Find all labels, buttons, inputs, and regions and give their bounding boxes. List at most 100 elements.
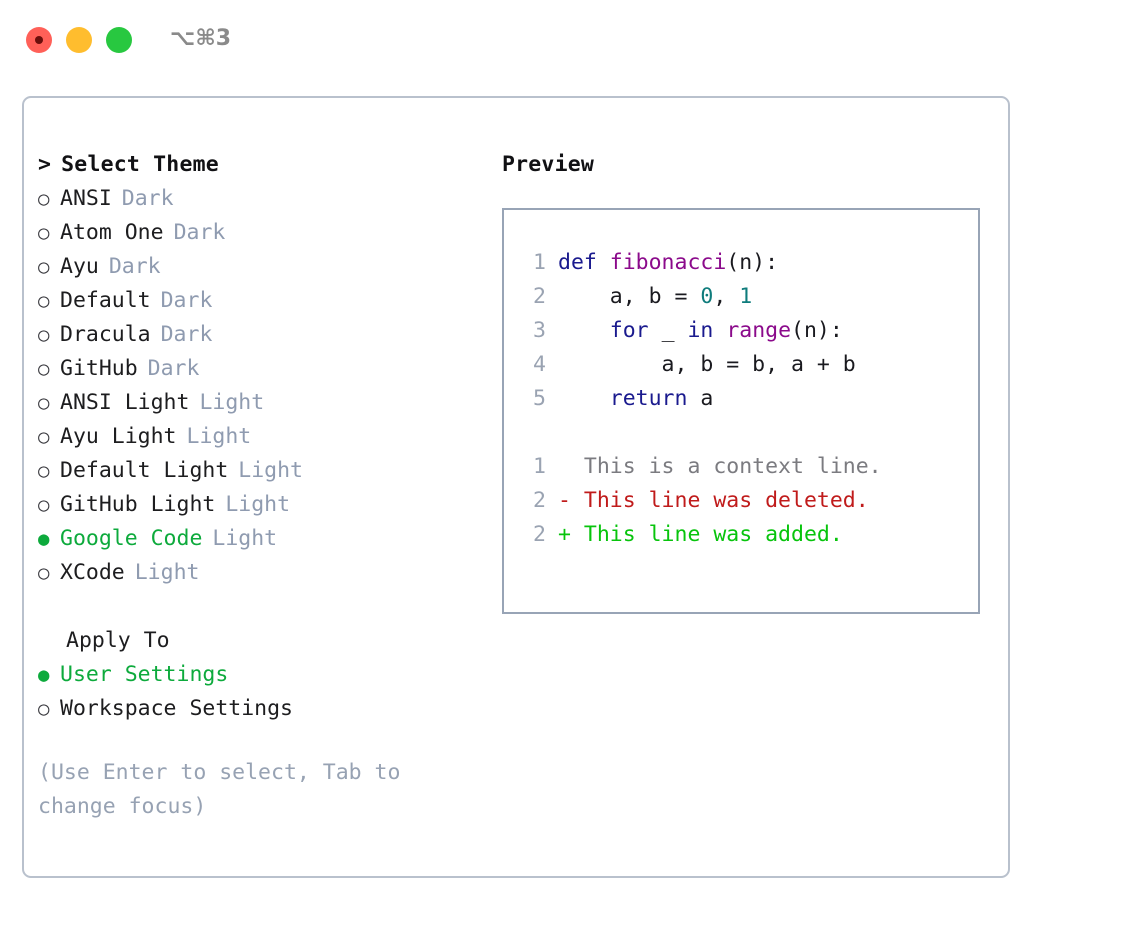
theme-option-tag: Light bbox=[199, 390, 265, 415]
theme-option-ayu[interactable]: ○ Ayu Dark bbox=[38, 250, 478, 284]
diff-line-ctx: 1 This is a context line. bbox=[524, 450, 882, 484]
recording-indicator-icon bbox=[35, 36, 43, 44]
code-token: a bbox=[687, 386, 714, 411]
radio-unselected-icon: ○ bbox=[38, 222, 50, 244]
diff-line-number: 1 bbox=[533, 454, 546, 479]
theme-option-tag: Light bbox=[186, 424, 252, 449]
theme-option-label: GitHub Light bbox=[60, 492, 216, 517]
diff-line-number: 2 bbox=[533, 522, 546, 547]
radio-unselected-icon: ○ bbox=[38, 290, 50, 312]
theme-option-tag: Light bbox=[238, 458, 304, 483]
code-blank-line bbox=[524, 416, 882, 450]
apply-to-option-label: Workspace Settings bbox=[60, 696, 293, 721]
code-token: def bbox=[558, 250, 610, 275]
theme-option-ayu-light[interactable]: ○ Ayu Light Light bbox=[38, 420, 478, 454]
apply-to-option-label: User Settings bbox=[60, 662, 229, 687]
radio-selected-icon: ● bbox=[38, 664, 50, 686]
theme-option-github[interactable]: ○ GitHub Dark bbox=[38, 352, 478, 386]
theme-option-label: Default Light bbox=[60, 458, 229, 483]
diff-line-text: This line was deleted. bbox=[583, 488, 869, 513]
apply-to-option-workspace-settings[interactable]: ○ Workspace Settings bbox=[38, 692, 478, 726]
code-token: 0 bbox=[700, 284, 714, 309]
theme-option-github-light[interactable]: ○ GitHub Light Light bbox=[38, 488, 478, 522]
radio-unselected-icon: ○ bbox=[38, 324, 50, 346]
diff-line-text: This is a context line. bbox=[583, 454, 882, 479]
diff-line-text: This line was added. bbox=[583, 522, 843, 547]
theme-option-label: ANSI bbox=[60, 186, 112, 211]
diff-line-number: 2 bbox=[533, 488, 546, 513]
code-token: (n): bbox=[726, 250, 779, 275]
code-line-number: 3 bbox=[533, 318, 546, 343]
code-token bbox=[558, 318, 610, 343]
code-line: 3 for _ in range(n): bbox=[524, 314, 882, 348]
radio-unselected-icon: ○ bbox=[38, 256, 50, 278]
theme-option-tag: Light bbox=[134, 560, 200, 585]
theme-picker-header: >Select Theme bbox=[38, 148, 478, 182]
theme-option-tag: Light bbox=[212, 526, 278, 551]
code-token: in bbox=[687, 318, 714, 343]
diff-marker-icon: + bbox=[558, 522, 584, 547]
theme-option-label: Default bbox=[60, 288, 151, 313]
apply-to-list: ● User Settings ○ Workspace Settings bbox=[38, 658, 478, 726]
code-line: 2 a, b = 0, 1 bbox=[524, 280, 882, 314]
radio-unselected-icon: ○ bbox=[38, 562, 50, 584]
theme-option-google-code[interactable]: ● Google Code Light bbox=[38, 522, 478, 556]
theme-option-tag: Light bbox=[225, 492, 291, 517]
theme-option-default-light[interactable]: ○ Default Light Light bbox=[38, 454, 478, 488]
title-bar: ⌥⌘3 bbox=[0, 0, 1140, 78]
code-line: 4 a, b = b, a + b bbox=[524, 348, 882, 382]
radio-unselected-icon: ○ bbox=[38, 460, 50, 482]
theme-option-dracula[interactable]: ○ Dracula Dark bbox=[38, 318, 478, 352]
theme-option-label: Atom One bbox=[60, 220, 164, 245]
code-line-number: 4 bbox=[533, 352, 546, 377]
code-token: fibonacci bbox=[609, 250, 727, 275]
theme-option-label: GitHub bbox=[60, 356, 138, 381]
keyboard-shortcut-label: ⌥⌘3 bbox=[170, 26, 232, 51]
maximize-button[interactable] bbox=[106, 27, 132, 53]
diff-marker-icon: - bbox=[558, 488, 584, 513]
apply-to-heading: Apply To bbox=[66, 628, 170, 653]
theme-option-tag: Dark bbox=[147, 356, 200, 381]
code-line: 5 return a bbox=[524, 382, 882, 416]
code-token: return bbox=[609, 386, 688, 411]
minimize-button[interactable] bbox=[66, 27, 92, 53]
code-token: (n): bbox=[791, 318, 843, 343]
prompt-caret-icon: > bbox=[38, 152, 52, 177]
radio-unselected-icon: ○ bbox=[38, 698, 50, 720]
radio-unselected-icon: ○ bbox=[38, 358, 50, 380]
theme-option-tag: Dark bbox=[108, 254, 161, 279]
radio-unselected-icon: ○ bbox=[38, 188, 50, 210]
theme-option-label: Ayu bbox=[60, 254, 99, 279]
radio-unselected-icon: ○ bbox=[38, 494, 50, 516]
keyboard-hint-text: (Use Enter to select, Tab to change focu… bbox=[38, 760, 401, 819]
diff-line-add: 2 + This line was added. bbox=[524, 518, 882, 552]
theme-option-label: Dracula bbox=[60, 322, 151, 347]
code-line: 1 def fibonacci(n): bbox=[524, 246, 882, 280]
diff-marker-icon bbox=[558, 454, 584, 479]
radio-selected-icon: ● bbox=[38, 528, 50, 550]
theme-option-tag: Dark bbox=[160, 322, 213, 347]
theme-option-label: Google Code bbox=[60, 526, 203, 551]
code-token bbox=[558, 386, 610, 411]
theme-option-label: Ayu Light bbox=[60, 424, 177, 449]
apply-to-option-user-settings[interactable]: ● User Settings bbox=[38, 658, 478, 692]
theme-option-label: ANSI Light bbox=[60, 390, 190, 415]
code-token: for bbox=[609, 318, 649, 343]
radio-unselected-icon: ○ bbox=[38, 426, 50, 448]
code-line-number: 1 bbox=[533, 250, 546, 275]
theme-option-tag: Dark bbox=[121, 186, 174, 211]
code-token bbox=[713, 318, 726, 343]
code-token: range bbox=[726, 318, 792, 343]
theme-option-ansi[interactable]: ○ ANSI Dark bbox=[38, 182, 478, 216]
section-spacer bbox=[38, 590, 478, 624]
